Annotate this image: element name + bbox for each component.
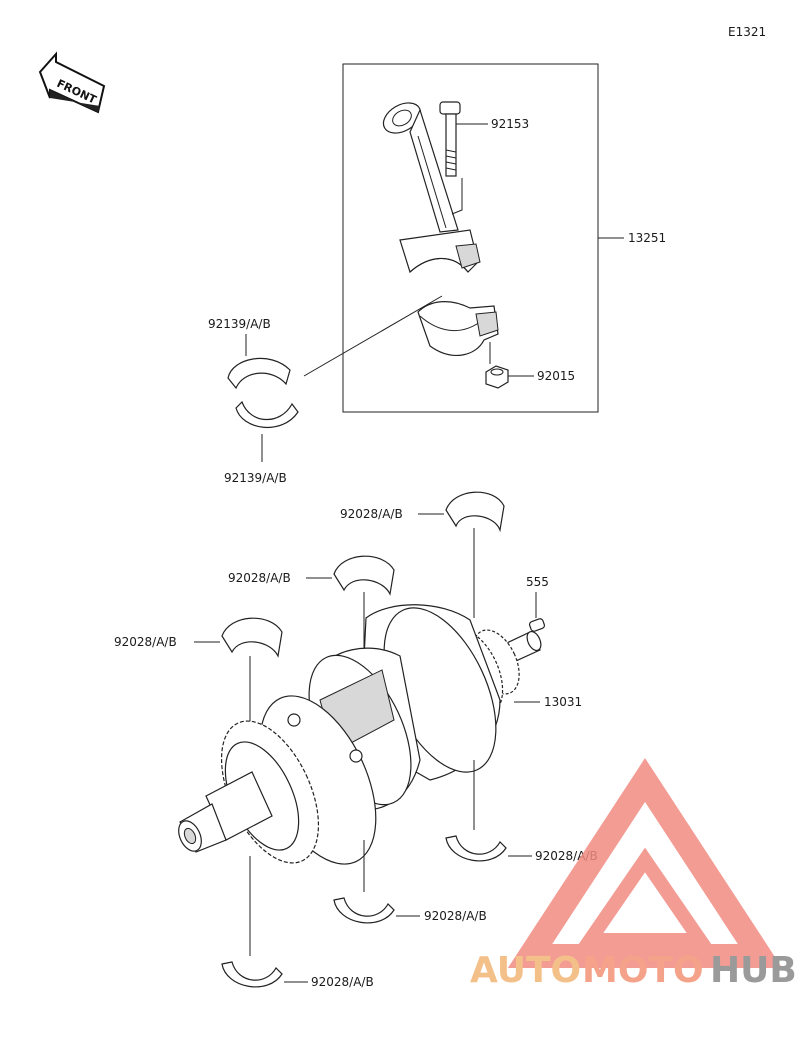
watermark-auto: AUTO (470, 950, 581, 991)
label-pin: 555 (526, 575, 549, 589)
main-bearing-4 (445, 835, 507, 862)
crankshaft (178, 604, 542, 865)
rod-cap (417, 301, 499, 356)
nut-92015 (485, 365, 509, 389)
main-bearing-5 (333, 897, 395, 924)
bolt-92153 (439, 101, 461, 177)
conrod-bearing-lower (235, 400, 299, 428)
main-bearing-3 (221, 617, 283, 658)
label-bolt: 92153 (491, 117, 529, 131)
label-bearing-lower: 92139/A/B (224, 471, 287, 485)
label-nut: 92015 (537, 369, 575, 383)
diagram-code: E1321 (728, 25, 766, 39)
watermark-logo-icon (507, 758, 783, 968)
bolt-guide-line (451, 178, 463, 215)
main-bearing-2 (333, 555, 395, 596)
bearing-guide-line (303, 295, 443, 377)
label-main-bearing-2: 92028/A/B (228, 571, 291, 585)
front-arrow-icon: FRONT (38, 51, 106, 114)
label-main-bearing-1: 92028/A/B (340, 507, 403, 521)
label-main-bearing-3: 92028/A/B (114, 635, 177, 649)
watermark-text: AUTO MOTO HUB (470, 950, 797, 991)
conrod-bearing-upper (227, 357, 291, 390)
label-main-bearing-6: 92028/A/B (311, 975, 374, 989)
label-main-bearing-5: 92028/A/B (424, 909, 487, 923)
connecting-rod (382, 102, 481, 274)
pin-555 (528, 618, 546, 632)
watermark-moto: MOTO (582, 950, 704, 991)
label-conrod-assembly: 13251 (628, 231, 666, 245)
label-crankshaft: 13031 (544, 695, 582, 709)
main-bearing-1 (445, 491, 505, 533)
label-bearing-upper: 92139/A/B (208, 317, 271, 331)
main-bearing-6 (221, 961, 283, 988)
watermark-hub: HUB (710, 950, 797, 991)
